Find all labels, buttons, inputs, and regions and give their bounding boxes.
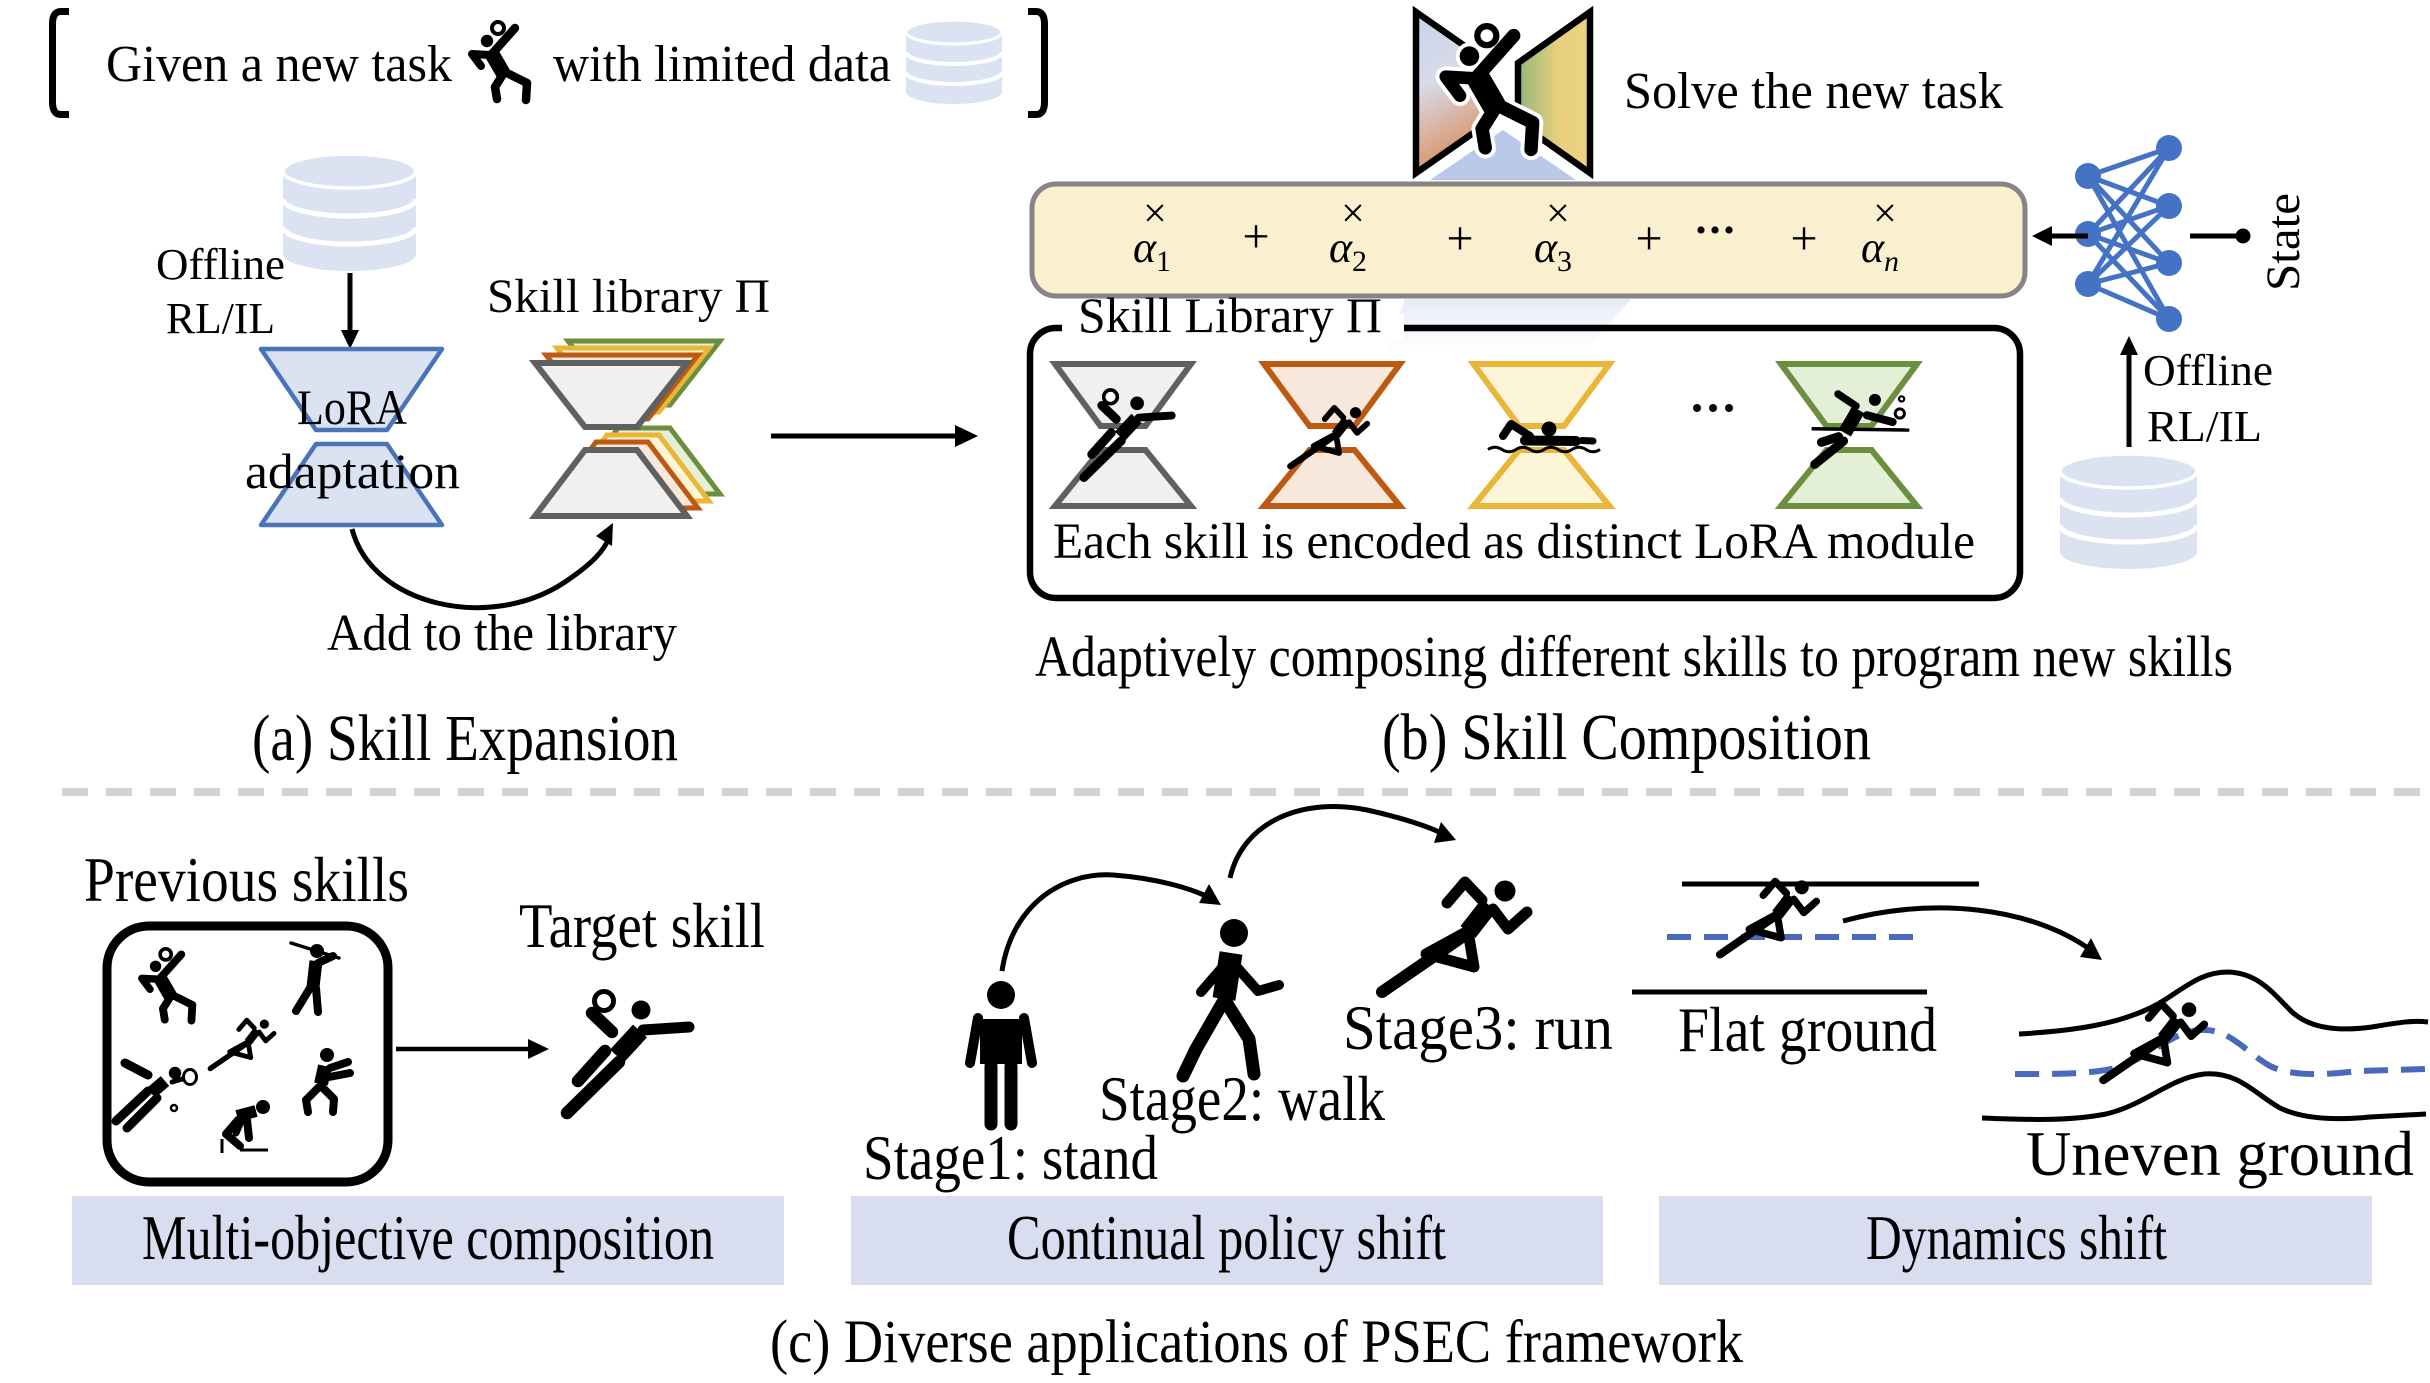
svg-text:Flat ground: Flat ground xyxy=(1678,994,1937,1065)
svg-text:Add to the library: Add to the library xyxy=(327,605,677,662)
svg-text:Skill library Π: Skill library Π xyxy=(487,270,770,323)
svg-text:×: × xyxy=(1546,191,1570,237)
svg-text:Stage2: walk: Stage2: walk xyxy=(1099,1063,1385,1134)
svg-text:Dynamics shift: Dynamics shift xyxy=(1866,1202,2167,1273)
svg-text:α3: α3 xyxy=(1534,223,1572,278)
svg-text:Skill Library Π: Skill Library Π xyxy=(1078,287,1382,343)
svg-text:Offline: Offline xyxy=(2143,346,2273,395)
svg-text:×: × xyxy=(1873,191,1897,237)
svg-text:Multi-objective composition: Multi-objective composition xyxy=(142,1202,714,1273)
svg-text:Stage3: run: Stage3: run xyxy=(1343,992,1613,1063)
svg-text:State: State xyxy=(2257,193,2310,291)
svg-text:Previous skills: Previous skills xyxy=(84,844,409,915)
svg-text:RL/IL: RL/IL xyxy=(2147,402,2262,451)
svg-text:with limited data: with limited data xyxy=(553,36,891,93)
svg-text:adaptation: adaptation xyxy=(245,443,460,499)
svg-text:Target skill: Target skill xyxy=(519,890,765,961)
svg-text:+: + xyxy=(1635,212,1662,265)
svg-text:+: + xyxy=(1242,210,1269,263)
svg-text:Offline: Offline xyxy=(156,240,285,289)
svg-text:RL/IL: RL/IL xyxy=(166,294,275,343)
svg-text:+: + xyxy=(1446,212,1473,265)
svg-text:Given a new task: Given a new task xyxy=(106,36,452,93)
svg-text:Stage1: stand: Stage1: stand xyxy=(863,1122,1158,1193)
svg-text:×: × xyxy=(1341,191,1365,237)
svg-text:(b) Skill Composition: (b) Skill Composition xyxy=(1382,701,1871,774)
svg-text:×: × xyxy=(1143,191,1167,237)
svg-text:Each skill is encoded as disti: Each skill is encoded as distinct LoRA m… xyxy=(1053,514,1975,570)
svg-text:(a) Skill Expansion: (a) Skill Expansion xyxy=(252,702,678,775)
svg-text:LoRA: LoRA xyxy=(297,379,407,435)
svg-text:Uneven ground: Uneven ground xyxy=(2026,1118,2414,1189)
svg-text:Continual policy shift: Continual policy shift xyxy=(1007,1202,1446,1273)
svg-text:Solve the new task: Solve the new task xyxy=(1624,63,2003,120)
svg-text:Adaptively composing different: Adaptively composing different skills to… xyxy=(1035,624,2233,689)
svg-text:(c) Diverse applications of PS: (c) Diverse applications of PSEC framewo… xyxy=(770,1309,1743,1376)
svg-text:+: + xyxy=(1790,212,1817,265)
